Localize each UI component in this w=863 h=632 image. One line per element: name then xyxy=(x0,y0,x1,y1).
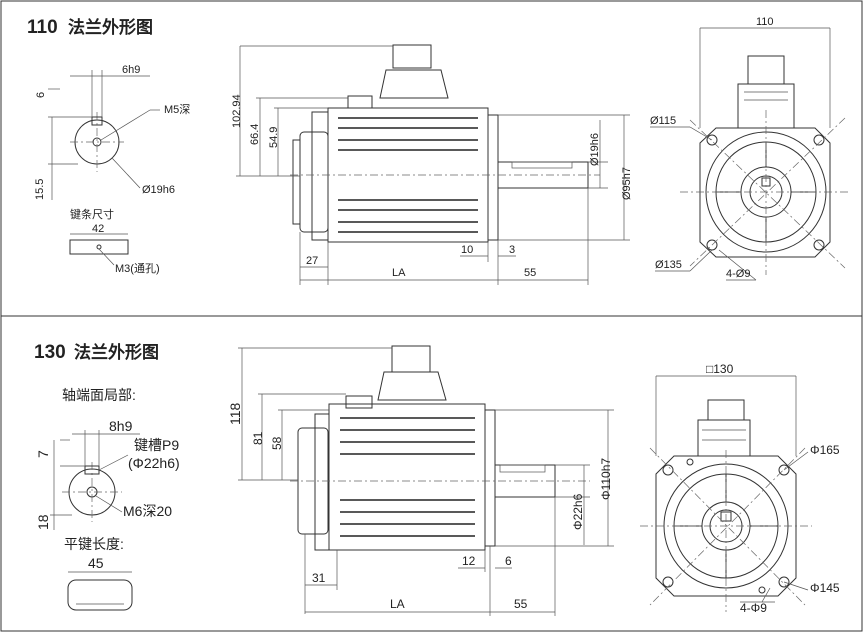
dim-15-5: 15.5 xyxy=(34,179,46,200)
flange xyxy=(487,114,499,241)
keybar-length-130: 45 xyxy=(88,555,104,571)
section-130: 130 法兰外形图 轴端面局部: 8h9 键槽P9 (Φ22h6) 7 18 M… xyxy=(34,342,840,616)
dim-shaft-19h6: Ø19h6 xyxy=(589,133,601,166)
shaft-key-detail-130: 8h9 键槽P9 (Φ22h6) 7 18 M6深20 xyxy=(35,418,180,530)
section-110: 110 法兰外形图 6h9 6 15.5 M5深 Ø19h6 xyxy=(27,16,850,285)
dim-la-110: LA xyxy=(392,267,406,279)
label-outer-135: Ø135 xyxy=(655,259,682,271)
label-inner-145: Φ145 xyxy=(810,581,840,595)
title-130-number: 130 xyxy=(34,342,66,363)
dim-square-110: 110 xyxy=(756,16,774,28)
dim-6: 6 xyxy=(35,92,47,98)
label-m6: M6深20 xyxy=(123,503,172,519)
shaft-end-circle-130 xyxy=(68,468,116,516)
dim-7: 7 xyxy=(35,450,51,458)
keybar-caption: 键条尺寸 xyxy=(70,207,114,221)
dim-3: 3 xyxy=(509,244,515,256)
label-pcd-165: Φ165 xyxy=(810,443,840,457)
key-bar-shape-130 xyxy=(67,579,133,611)
dim-54-9: 54.9 xyxy=(268,127,280,148)
label-shaft-22h6: (Φ22h6) xyxy=(128,455,180,471)
motor-front-view-110: 110 xyxy=(650,16,850,281)
keyway xyxy=(91,116,103,126)
motor-body-130 xyxy=(328,403,486,551)
front-flange-130 xyxy=(655,455,797,597)
dim-55-110: 55 xyxy=(524,267,536,279)
dim-12: 12 xyxy=(462,554,476,568)
motor-front-view-130: □130 Φ165 xyxy=(640,362,840,615)
shaft-end-caption: 轴端面局部: xyxy=(62,387,136,403)
dim-la-130: LA xyxy=(390,597,405,611)
connector-housing xyxy=(379,69,449,99)
title-130-text: 法兰外形图 xyxy=(74,342,159,362)
keybar-caption-130: 平键长度: xyxy=(64,536,124,552)
dim-27: 27 xyxy=(306,255,318,267)
shaft-key-detail-110: 6h9 6 15.5 M5深 Ø19h6 xyxy=(34,64,190,200)
title-110-number: 110 xyxy=(27,17,58,38)
dim-31: 31 xyxy=(312,571,326,585)
label-holes-130: 4-Φ9 xyxy=(740,601,767,615)
dim-10: 10 xyxy=(461,244,473,256)
dim-66-4: 66.4 xyxy=(249,124,261,145)
dim-58: 58 xyxy=(270,436,284,450)
key-bar-110: 键条尺寸 42 M3(通孔) xyxy=(69,207,160,275)
dim-118: 118 xyxy=(227,402,243,425)
dim-110h7: Φ110h7 xyxy=(599,458,613,500)
label-pcd-115: Ø115 xyxy=(650,115,676,127)
keybar-hole: M3(通孔) xyxy=(115,262,160,275)
dim-18: 18 xyxy=(35,514,51,530)
key-bar-shape xyxy=(69,239,129,255)
dim-55-130: 55 xyxy=(514,597,528,611)
dim-95h7: Ø95h7 xyxy=(621,167,633,200)
label-m5: M5深 xyxy=(164,103,190,116)
dim-81: 81 xyxy=(251,431,265,445)
encoder-cover xyxy=(299,131,329,233)
motor-side-view-110: 102.94 66.4 54.9 27 LA 10 3 55 xyxy=(231,44,633,285)
label-holes-110: 4-Ø9 xyxy=(726,268,750,280)
label-shaft-19h6: Ø19h6 xyxy=(142,184,175,196)
key-bar-130: 平键长度: 45 xyxy=(64,536,133,611)
title-110-text: 法兰外形图 xyxy=(68,17,153,37)
dim-102-94: 102.94 xyxy=(231,94,243,128)
dim-square-130: □130 xyxy=(706,362,734,376)
dim-6h9: 6h9 xyxy=(122,64,140,76)
label-keyway: 键槽P9 xyxy=(134,437,179,453)
front-flange xyxy=(699,127,831,258)
dim-shaft-22h6: Φ22h6 xyxy=(571,493,585,530)
keybar-length: 42 xyxy=(92,223,104,235)
dim-8h9: 8h9 xyxy=(109,418,133,434)
dim-6: 6 xyxy=(505,554,512,568)
motor-side-view-130: 118 81 58 31 LA 12 6 55 xyxy=(227,345,614,616)
